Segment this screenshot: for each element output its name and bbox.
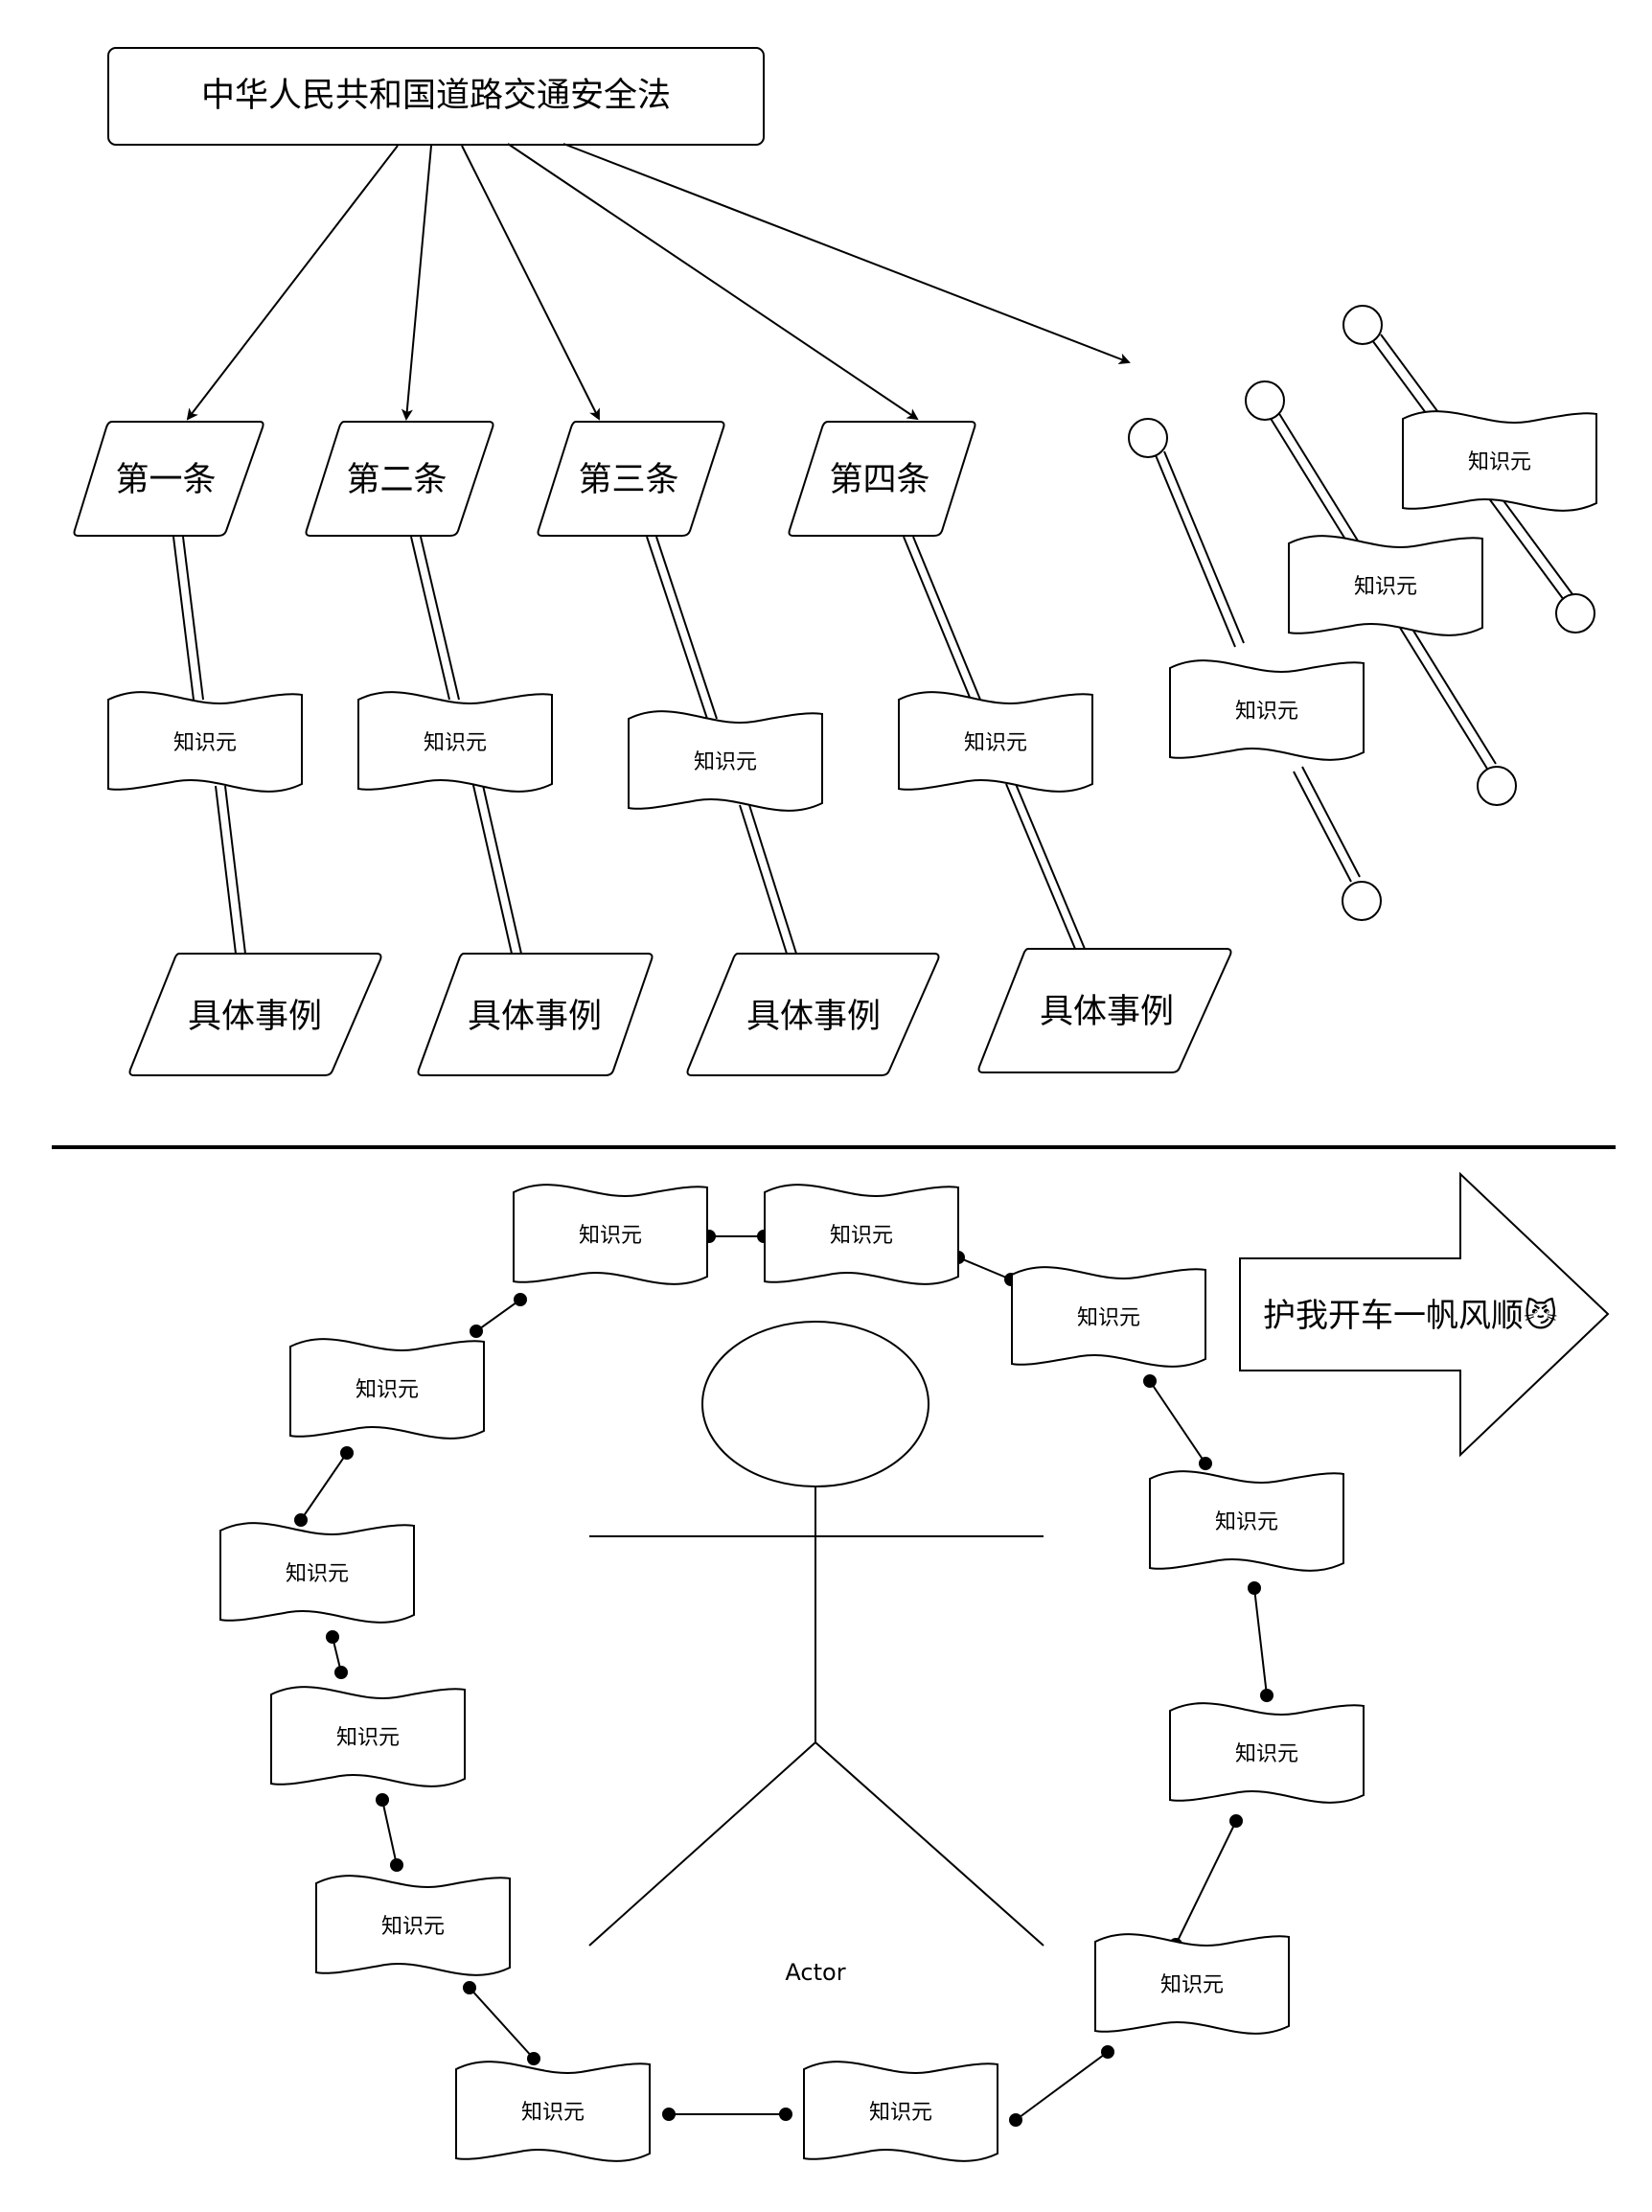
column-connectors bbox=[172, 536, 1086, 955]
ring-connectors bbox=[294, 1230, 1273, 2127]
actor-left-leg bbox=[588, 1741, 816, 1947]
floating-knowledge-flag-1[interactable]: 知识元 bbox=[1169, 659, 1365, 761]
example-node-4[interactable]: 具体事例 bbox=[977, 948, 1232, 1073]
slogan-emoji-icon: 😼 bbox=[1524, 1297, 1557, 1335]
ring-knowledge-flag-1[interactable]: 知识元 bbox=[513, 1184, 708, 1285]
arrow-to-article-2 bbox=[401, 145, 432, 421]
article-label-2: 第二条 bbox=[346, 461, 447, 499]
pole-circle bbox=[1477, 766, 1517, 806]
knowledge-label: 知识元 bbox=[964, 731, 1027, 755]
knowledge-label: 知识元 bbox=[694, 750, 757, 774]
ring-knowledge-label-1: 知识元 bbox=[579, 1224, 642, 1248]
ring-knowledge-flag-11[interactable]: 知识元 bbox=[219, 1522, 415, 1624]
ring-knowledge-label-5: 知识元 bbox=[1235, 1742, 1298, 1766]
pole-circle bbox=[1128, 418, 1168, 458]
ring-knowledge-label-6: 知识元 bbox=[1160, 1973, 1224, 1997]
arrow-to-article-3 bbox=[461, 145, 600, 421]
arrow-to-article-1 bbox=[186, 145, 399, 421]
example-node-2[interactable]: 具体事例 bbox=[417, 953, 654, 1076]
actor-label: Actor bbox=[785, 1959, 845, 1986]
pole-circle bbox=[1245, 380, 1285, 421]
article-node-1[interactable]: 第一条 bbox=[73, 421, 264, 537]
article-label-4: 第四条 bbox=[829, 461, 929, 499]
ring-knowledge-flag-3[interactable]: 知识元 bbox=[1011, 1266, 1206, 1368]
slogan-main: 护我开车一帆风顺 bbox=[1263, 1297, 1524, 1335]
example-label: 具体事例 bbox=[468, 998, 602, 1036]
ring-knowledge-label-8: 知识元 bbox=[521, 2101, 585, 2125]
root-arrows bbox=[186, 143, 1131, 421]
knowledge-flag-col-2[interactable]: 知识元 bbox=[357, 691, 553, 793]
arrow-to-floating bbox=[562, 143, 1131, 364]
floating-knowledge-label-2: 知识元 bbox=[1354, 575, 1417, 599]
ring-knowledge-flag-4[interactable]: 知识元 bbox=[1149, 1470, 1344, 1572]
actor-right-leg bbox=[815, 1741, 1044, 1947]
ring-knowledge-label-10: 知识元 bbox=[336, 1726, 400, 1750]
ring-knowledge-label-9: 知识元 bbox=[381, 1915, 445, 1939]
ring-knowledge-label-12: 知识元 bbox=[356, 1378, 419, 1402]
ring-knowledge-flag-10[interactable]: 知识元 bbox=[270, 1686, 466, 1787]
knowledge-flag-col-4[interactable]: 知识元 bbox=[898, 691, 1093, 793]
ring-knowledge-label-3: 知识元 bbox=[1077, 1306, 1140, 1330]
article-node-4[interactable]: 第四条 bbox=[788, 421, 976, 537]
ring-knowledge-flag-7[interactable]: 知识元 bbox=[803, 2061, 998, 2162]
slogan-text: 护我开车一帆风顺😼 bbox=[1263, 1297, 1557, 1335]
article-node-3[interactable]: 第三条 bbox=[537, 421, 725, 537]
ring-knowledge-label-4: 知识元 bbox=[1215, 1510, 1278, 1534]
pole-circle bbox=[1342, 881, 1382, 921]
arrow-to-article-4 bbox=[507, 143, 919, 421]
knowledge-label: 知识元 bbox=[424, 731, 487, 755]
ring-knowledge-flag-5[interactable]: 知识元 bbox=[1169, 1702, 1365, 1804]
slogan-arrow[interactable]: 护我开车一帆风顺😼 bbox=[1239, 1171, 1610, 1458]
article-node-2[interactable]: 第二条 bbox=[305, 421, 494, 537]
example-node-1[interactable]: 具体事例 bbox=[128, 953, 382, 1076]
ring-knowledge-flag-6[interactable]: 知识元 bbox=[1094, 1933, 1290, 2035]
ring-knowledge-label-7: 知识元 bbox=[869, 2101, 932, 2125]
ring-knowledge-label-11: 知识元 bbox=[286, 1562, 349, 1586]
ring-knowledge-flag-8[interactable]: 知识元 bbox=[455, 2061, 651, 2162]
example-label: 具体事例 bbox=[746, 998, 881, 1036]
knowledge-flag-col-3[interactable]: 知识元 bbox=[628, 710, 823, 812]
knowledge-flag-col-1[interactable]: 知识元 bbox=[107, 691, 303, 793]
floating-knowledge-flag-2[interactable]: 知识元 bbox=[1288, 535, 1483, 636]
floating-knowledge-flag-3[interactable]: 知识元 bbox=[1402, 410, 1597, 512]
knowledge-label: 知识元 bbox=[173, 731, 237, 755]
ring-knowledge-flag-12[interactable]: 知识元 bbox=[289, 1338, 485, 1440]
pole-circle bbox=[1342, 305, 1383, 345]
actor-figure[interactable] bbox=[588, 1321, 1044, 1947]
actor-head bbox=[701, 1321, 929, 1487]
root-title: 中华人民共和国道路交通安全法 bbox=[201, 77, 671, 115]
pole-circle bbox=[1555, 593, 1595, 634]
root-node[interactable]: 中华人民共和国道路交通安全法 bbox=[107, 47, 765, 146]
ring-knowledge-flag-9[interactable]: 知识元 bbox=[315, 1875, 511, 1976]
floating-knowledge-label-1: 知识元 bbox=[1235, 700, 1298, 724]
article-label-3: 第三条 bbox=[578, 461, 678, 499]
example-node-3[interactable]: 具体事例 bbox=[686, 953, 940, 1076]
floating-knowledge-label-3: 知识元 bbox=[1468, 450, 1531, 474]
ring-knowledge-flag-2[interactable]: 知识元 bbox=[764, 1184, 959, 1285]
example-label: 具体事例 bbox=[188, 998, 322, 1036]
example-label: 具体事例 bbox=[1040, 993, 1174, 1031]
ring-knowledge-label-2: 知识元 bbox=[830, 1224, 893, 1248]
article-label-1: 第一条 bbox=[115, 461, 216, 499]
